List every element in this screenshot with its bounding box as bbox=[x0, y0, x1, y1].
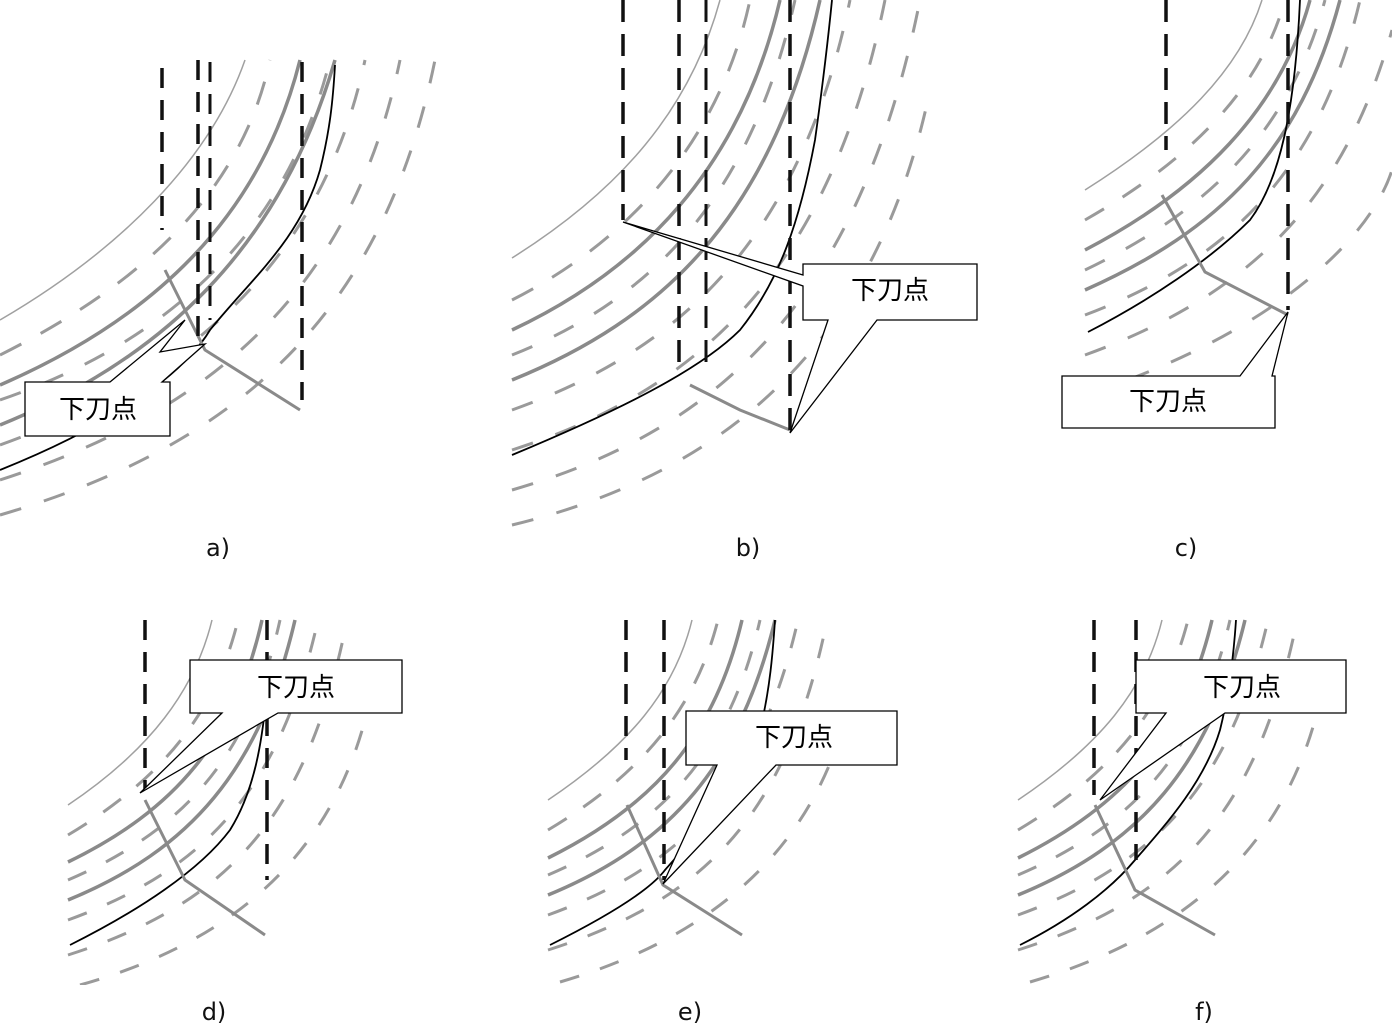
panel-f-thin-arc bbox=[1017, 619, 1163, 801]
panel-d-callout-label: 下刀点 bbox=[257, 673, 335, 703]
panel-f-callout-box bbox=[1099, 659, 1347, 801]
panel-e-dash-band-3 bbox=[547, 619, 800, 917]
panel-a-dash-band-5 bbox=[0, 59, 437, 517]
panel-b-dash-band-1 bbox=[511, 0, 752, 302]
panel-f-callout-label: 下刀点 bbox=[1203, 673, 1281, 703]
panel-e-entry-link bbox=[625, 804, 743, 937]
panel-e-drawing bbox=[547, 619, 845, 984]
panel-b-entry-link bbox=[689, 383, 791, 432]
panel-c-dash-band-3 bbox=[1084, 0, 1362, 317]
panel-a-dash-band-1 bbox=[0, 59, 272, 357]
panel-c-solid-band-2 bbox=[1084, 0, 1342, 292]
panel-d-thin-arc bbox=[67, 619, 213, 806]
panel-f-entry-link bbox=[1093, 804, 1216, 937]
panel-a-dash-band-4 bbox=[0, 59, 402, 482]
panel-c-dash-band-2 bbox=[1084, 0, 1327, 272]
panel-a-caption: a) bbox=[206, 534, 230, 562]
panel-a-dash-band-3 bbox=[0, 59, 367, 447]
panel-c-toolpath bbox=[1087, 0, 1301, 333]
panel-e-dash-band-2 bbox=[547, 619, 762, 877]
panel-f-caption: f) bbox=[1195, 998, 1213, 1026]
panel-f-dash-band-2 bbox=[1017, 619, 1232, 877]
panel-f-dash-band-4 bbox=[1017, 629, 1297, 952]
panel-e-solid-band-2 bbox=[547, 619, 777, 897]
panel-d-toolpath bbox=[69, 699, 267, 946]
panel-c-caption: c) bbox=[1175, 534, 1198, 562]
panel-c-dash-band-4 bbox=[1084, 29, 1392, 357]
panel-b-dash-band-5 bbox=[511, 0, 922, 492]
panel-d-dash-band-5 bbox=[79, 719, 365, 985]
panel-a-solid-band-1 bbox=[0, 59, 302, 387]
panel-a-callout-box bbox=[24, 319, 208, 437]
panel-a-thin-arc bbox=[0, 59, 246, 321]
panel-c-dash-band-5 bbox=[1084, 169, 1392, 397]
panel-c-dash-band-1 bbox=[1084, 0, 1287, 222]
panel-b-dash-band-6 bbox=[511, 89, 930, 527]
panel-e-solid-band-1 bbox=[547, 619, 744, 860]
panel-e-dash-band-4 bbox=[547, 629, 827, 952]
panel-d-caption: d) bbox=[202, 998, 227, 1026]
panel-c-drawing bbox=[1084, 0, 1392, 397]
panel-f-dash-band-1 bbox=[1017, 619, 1190, 832]
panel-e-callout-box bbox=[662, 710, 898, 885]
panel-f-dash-band-5 bbox=[1029, 719, 1315, 984]
panel-b-toolpath bbox=[511, 0, 833, 456]
panel-b-solid-band-1 bbox=[511, 0, 782, 332]
panel-b-dash-band-2 bbox=[511, 0, 797, 357]
panel-b-caption: b) bbox=[736, 534, 761, 562]
panel-b-drawing bbox=[511, 0, 930, 527]
panel-b-callout-box bbox=[622, 221, 978, 434]
panel-e-caption: e) bbox=[678, 998, 702, 1026]
panel-a-dash-band-2 bbox=[0, 59, 332, 402]
panel-c-thin-arc bbox=[1084, 0, 1263, 191]
panel-a-drawing bbox=[0, 59, 437, 517]
panel-b-solid-band-2 bbox=[511, 0, 822, 382]
panel-b-dash-band-4 bbox=[511, 0, 887, 452]
panel-c-solid-band-1 bbox=[1084, 0, 1312, 252]
panel-c-callout-label: 下刀点 bbox=[1129, 387, 1207, 417]
panel-d-dash-band-1 bbox=[67, 619, 240, 837]
panel-c: 下刀点 c) bbox=[1061, 0, 1392, 562]
panel-b-thin-arc bbox=[511, 0, 721, 259]
panel-c-entry-link bbox=[1160, 194, 1289, 317]
panel-e-callout-label: 下刀点 bbox=[755, 723, 833, 753]
panel-d-callout-box bbox=[139, 659, 403, 794]
panel-e-dash-band-1 bbox=[547, 619, 720, 832]
panel-b-callout-label: 下刀点 bbox=[851, 276, 929, 306]
panel-d: 下刀点 d) bbox=[67, 619, 403, 1026]
panel-e-thin-arc bbox=[547, 619, 693, 801]
panel-a-entry-link bbox=[163, 269, 301, 412]
panel-b-dash-band-3 bbox=[511, 0, 852, 412]
panel-a-callout-label: 下刀点 bbox=[59, 395, 137, 425]
panel-c-callout-box bbox=[1061, 311, 1289, 429]
panel-f: 下刀点 f) bbox=[1017, 619, 1347, 1026]
panel-e: 下刀点 e) bbox=[547, 619, 898, 1026]
panel-d-entry-link bbox=[143, 799, 266, 937]
panel-b: 下刀点 b) bbox=[511, 0, 978, 562]
panel-a: 下刀点 a) bbox=[0, 59, 437, 562]
panel-e-dash-band-5 bbox=[559, 719, 845, 984]
